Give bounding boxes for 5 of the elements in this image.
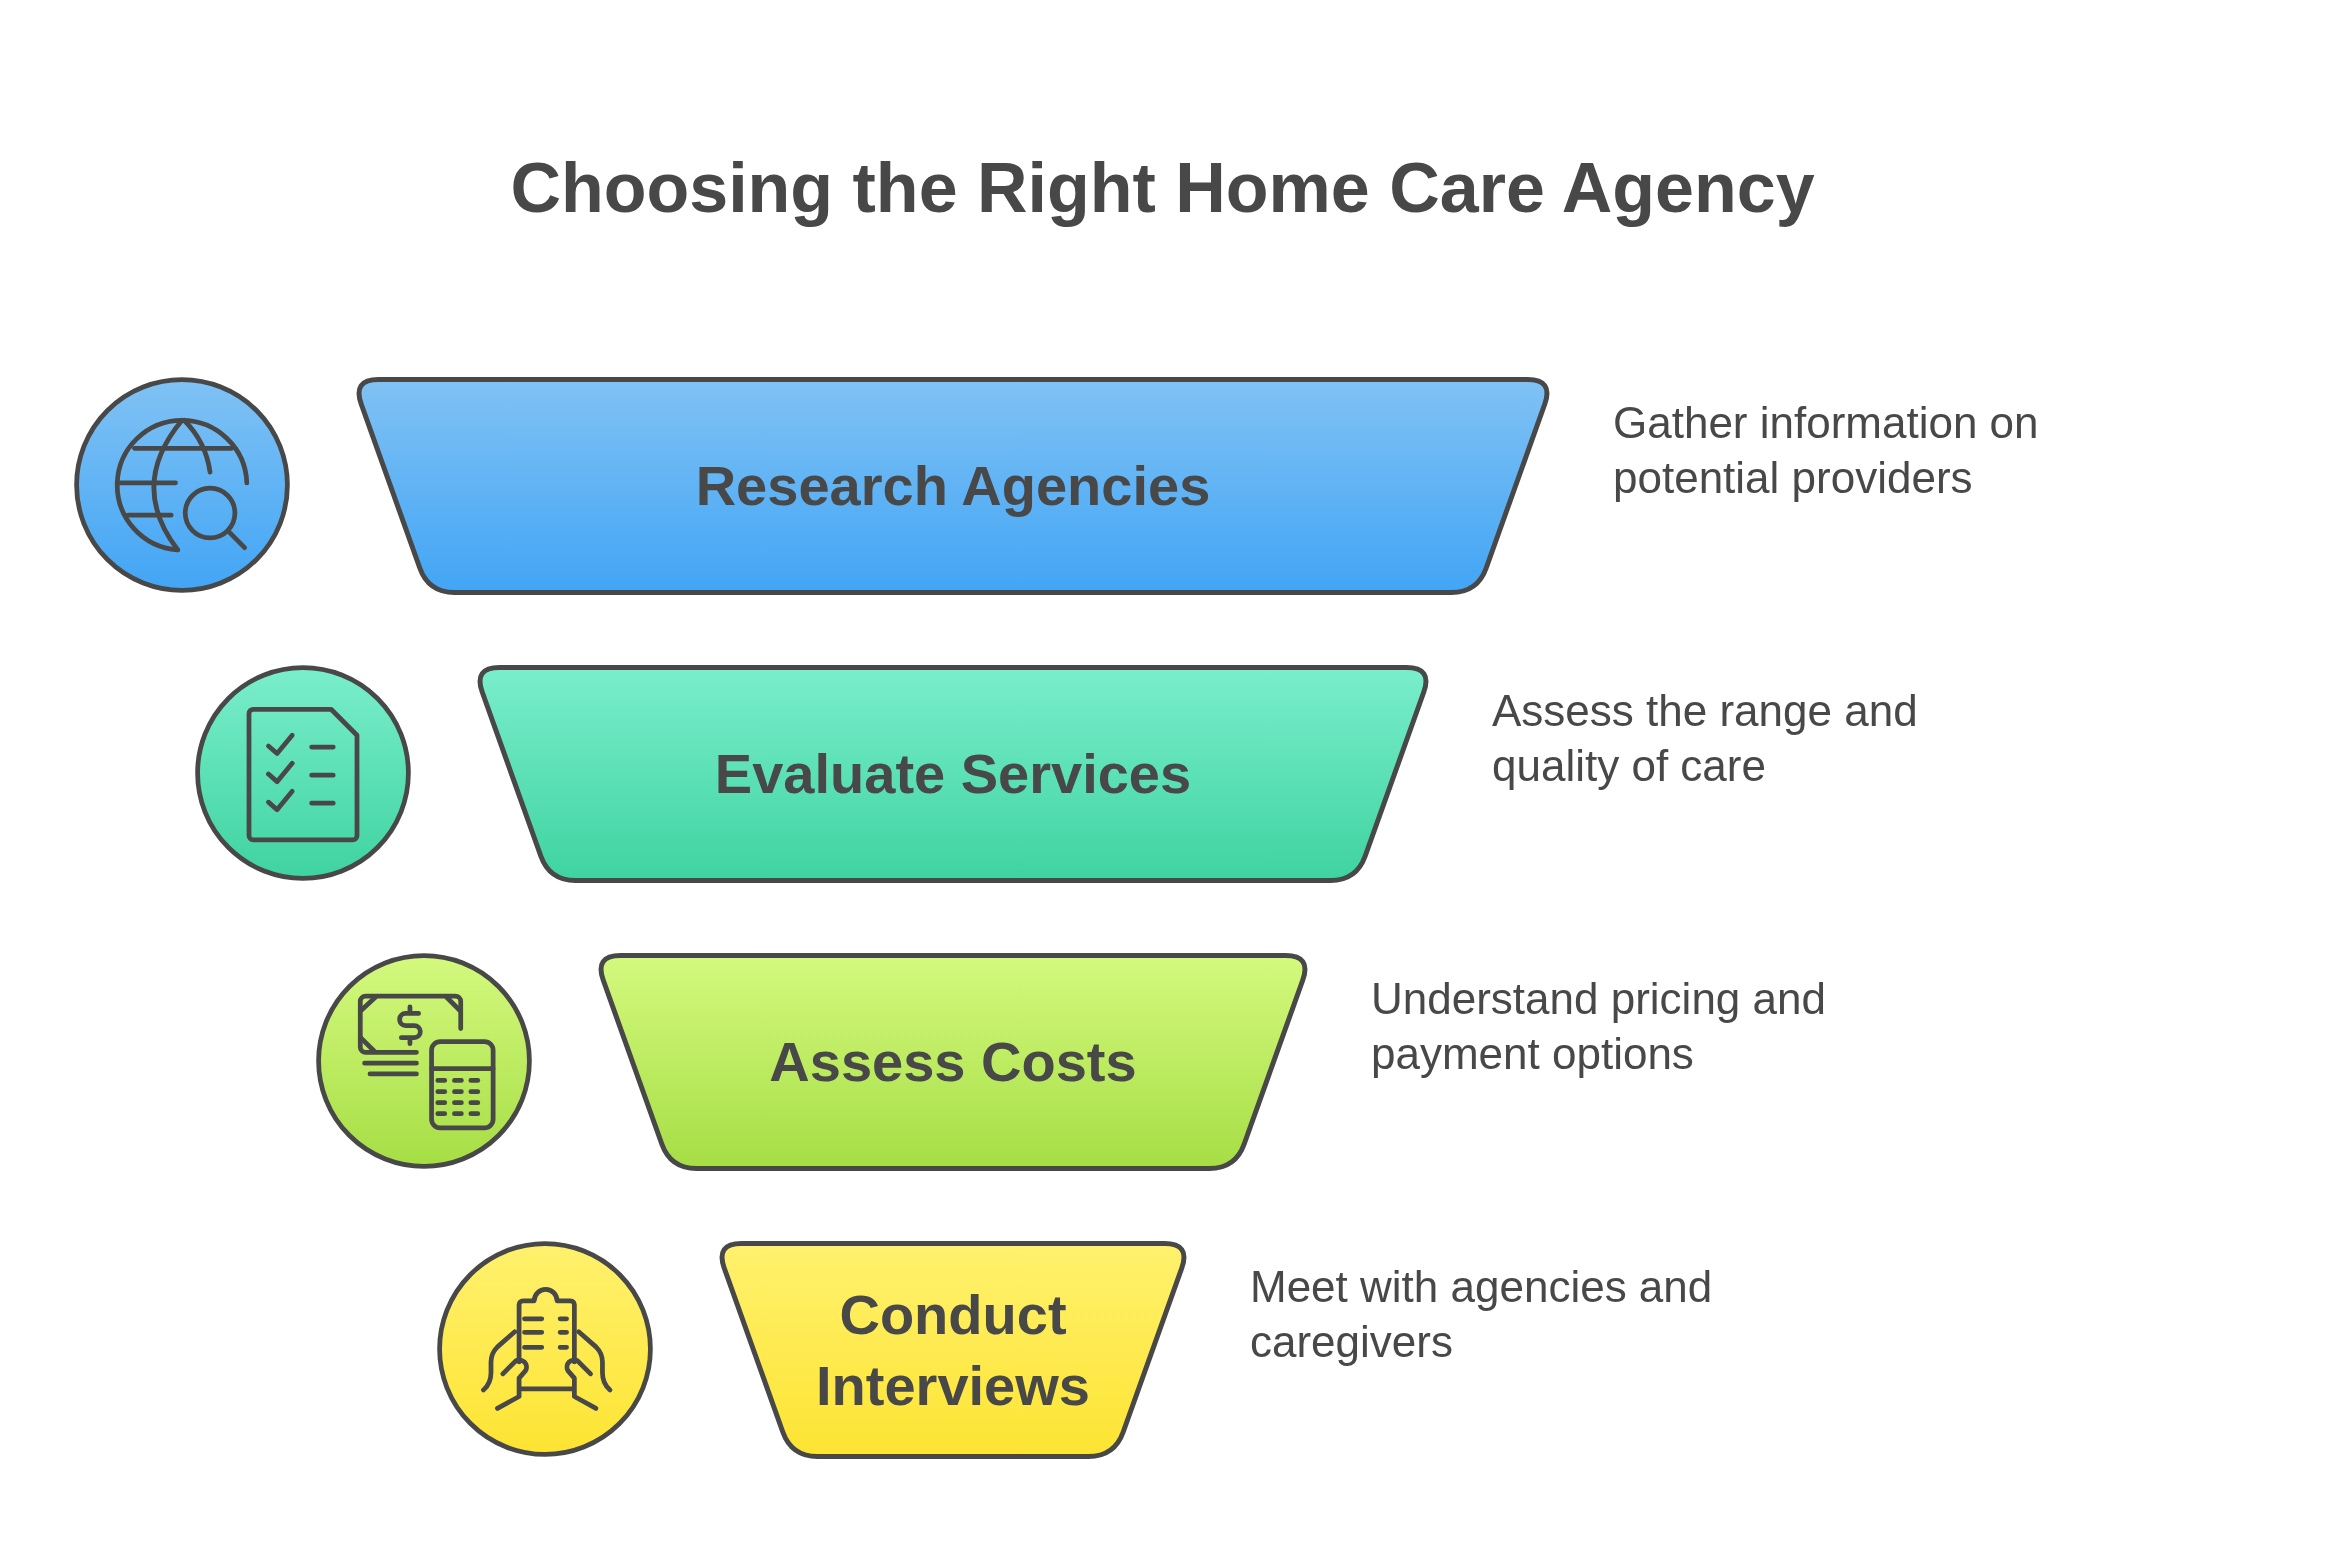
diagram-title: Choosing the Right Home Care Agency	[510, 148, 1815, 229]
stage-description: Assess the range and quality of care	[1492, 685, 1919, 792]
stage-description: Understand pricing and payment options	[1371, 973, 1827, 1080]
stage-description: Meet with agencies and caregivers	[1250, 1261, 1714, 1368]
stage-description: Gather information on potential providers	[1613, 397, 2040, 504]
